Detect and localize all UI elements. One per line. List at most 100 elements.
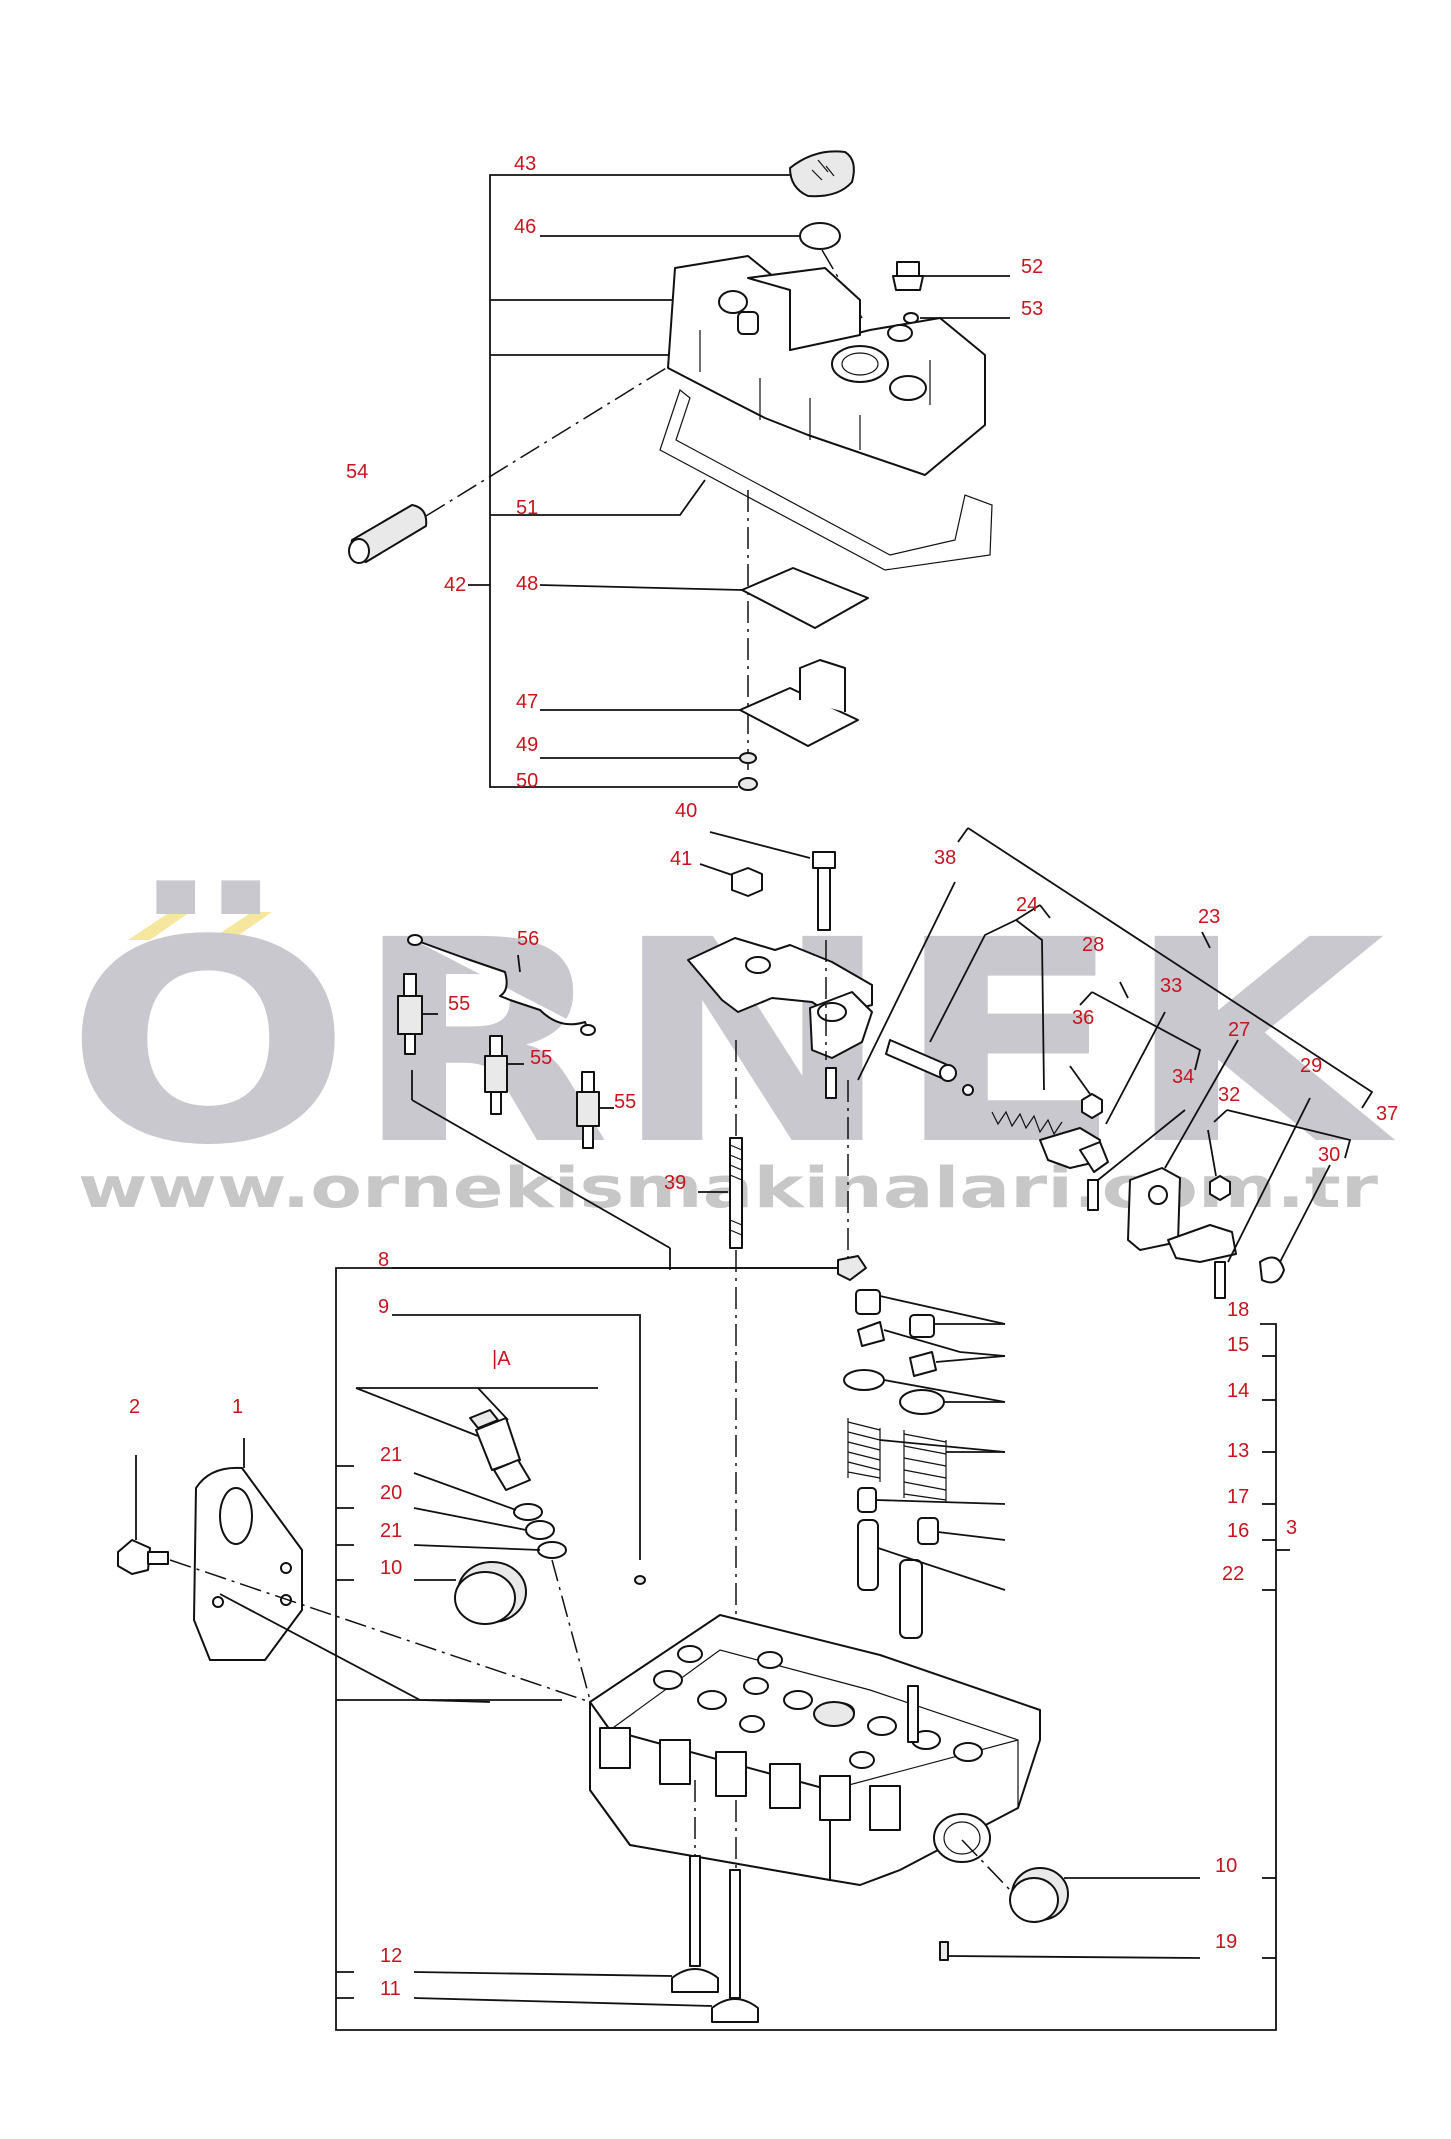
nut-36	[1081, 1093, 1103, 1119]
callout-9: 9	[378, 1296, 389, 1318]
injector-nozzle	[469, 1409, 531, 1491]
side-cover-gasket	[193, 1466, 303, 1661]
glow-plug-3	[576, 1071, 600, 1149]
rocker-shaft	[885, 1039, 957, 1082]
callout-14: 14	[1227, 1380, 1249, 1402]
washer-49	[739, 752, 757, 764]
washer-21a	[513, 1503, 543, 1521]
bolt-40	[812, 851, 836, 931]
circlip	[1259, 1256, 1285, 1284]
glow-plug-connector	[409, 937, 589, 1031]
cover-gasket	[659, 388, 993, 571]
breather-hose	[348, 504, 428, 564]
bolt-52	[892, 261, 924, 291]
rocker-support	[1127, 1167, 1181, 1251]
adjusting-screw-34	[1087, 1179, 1099, 1211]
callout-42: 42	[444, 574, 466, 596]
o-ring-46	[799, 222, 841, 250]
callout-52: 52	[1021, 256, 1043, 278]
callout-24: 24	[1016, 894, 1038, 916]
callout-15: 15	[1227, 1334, 1249, 1356]
glow-plug-2	[484, 1035, 508, 1115]
callout-46: 46	[514, 216, 536, 238]
callout-54: 54	[346, 461, 368, 483]
callout-8: 8	[378, 1249, 389, 1271]
callout-21b: 21	[380, 1520, 402, 1542]
callout-labels: 43 46 52 53 54 51 42 48 47 49 50 40 41 3…	[129, 153, 1398, 2000]
valve-cover-group	[348, 150, 1010, 791]
glow-plug-1	[397, 973, 423, 1055]
callout-11: 11	[380, 1978, 401, 2000]
small-ring	[962, 1084, 974, 1096]
callout-19: 19	[1215, 1931, 1237, 1953]
exhaust-valve	[711, 1869, 759, 2023]
rocker-arm-33	[1039, 1127, 1109, 1173]
callout-41: 41	[670, 848, 692, 870]
cylinder-head-group	[117, 940, 1290, 2031]
callout-34: 34	[1172, 1066, 1194, 1088]
callout-55b: 55	[530, 1047, 552, 1069]
callout-27: 27	[1228, 1019, 1250, 1041]
inspection-cover-plate	[739, 659, 859, 747]
nut-41	[731, 867, 763, 897]
callout-56: 56	[517, 928, 539, 950]
nut-32	[1209, 1175, 1231, 1201]
callout-47: 47	[516, 691, 538, 713]
callout-48: 48	[516, 573, 538, 595]
intake-valve	[671, 1855, 719, 1993]
valve-stem-seal	[837, 1255, 867, 1281]
callout-40: 40	[675, 800, 697, 822]
inspection-gasket	[741, 567, 869, 629]
rocker-arm-29	[1167, 1224, 1237, 1263]
callout-12: 12	[380, 1945, 402, 1967]
callout-50: 50	[516, 770, 538, 792]
watermark-accent-right	[210, 912, 272, 940]
cylinder-head	[589, 1614, 1041, 1886]
bolt-50	[738, 777, 758, 791]
callout-30: 30	[1318, 1144, 1340, 1166]
oil-filler-cap	[789, 150, 855, 198]
stud-39	[729, 1137, 743, 1249]
washer-20	[525, 1520, 555, 1540]
callout-28: 28	[1082, 934, 1104, 956]
callout-43: 43	[514, 153, 536, 175]
callout-33: 33	[1160, 975, 1182, 997]
callout-32: 32	[1218, 1084, 1240, 1106]
callout-49: 49	[516, 734, 538, 756]
callout-10a: 10	[380, 1557, 402, 1579]
spring-seat-14	[843, 1369, 945, 1415]
callout-23: 23	[1198, 906, 1220, 928]
adjusting-screw-30	[1214, 1261, 1226, 1299]
callout-38: 38	[934, 847, 956, 869]
callout-29: 29	[1300, 1055, 1322, 1077]
bolt-2	[117, 1539, 169, 1575]
valve-guide-22	[857, 1519, 923, 1639]
rocker-spring	[991, 1110, 1063, 1136]
valve-cover	[667, 255, 986, 476]
callout-17: 17	[1227, 1486, 1249, 1508]
valve-stem-seal-16	[917, 1517, 939, 1545]
watermark-accent-left	[128, 912, 190, 940]
callout-55a: 55	[448, 993, 470, 1015]
dowel-pin	[634, 1575, 646, 1585]
watermark-url: www.ornekismakinalari.com.tr	[78, 1156, 1379, 1221]
callout-20: 20	[380, 1482, 402, 1504]
bracket-23	[967, 827, 1374, 1109]
callout-16: 16	[1227, 1520, 1249, 1542]
callout-13: 13	[1227, 1440, 1249, 1462]
callout-51: 51	[516, 497, 538, 519]
expansion-plug-left	[454, 1561, 527, 1625]
glow-plug-group	[397, 934, 671, 1270]
callout-22: 22	[1222, 1563, 1244, 1585]
section-marker-a: |A	[492, 1348, 511, 1370]
callout-55c: 55	[614, 1091, 636, 1113]
bracket-42	[489, 174, 540, 788]
valve-keeper-15	[857, 1321, 937, 1377]
callout-39: 39	[664, 1172, 686, 1194]
callout-18: 18	[1227, 1299, 1249, 1321]
expansion-plug-right	[1009, 1867, 1069, 1923]
callout-10b: 10	[1215, 1855, 1237, 1877]
callout-2: 2	[129, 1396, 140, 1418]
spring-retainer-18	[855, 1289, 935, 1338]
